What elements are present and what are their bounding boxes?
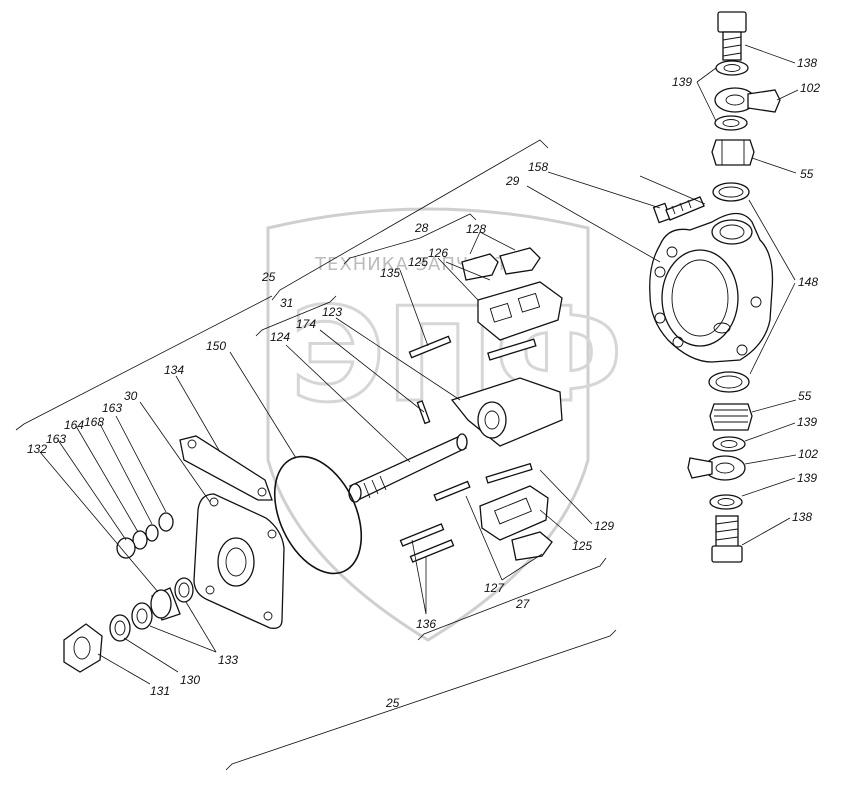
label-55-bottom: 55 — [798, 389, 812, 403]
ring-133-b — [131, 602, 153, 630]
label-133: 133 — [218, 653, 238, 667]
label-164: 164 — [64, 418, 84, 432]
housing-29 — [649, 212, 774, 363]
label-123: 123 — [322, 305, 342, 319]
label-134: 134 — [164, 363, 184, 377]
pin-174 — [416, 400, 431, 425]
label-30: 30 — [124, 389, 138, 403]
banjo-fitting-bottom — [687, 455, 746, 481]
label-139-bottom: 139 — [797, 471, 817, 485]
washer-top-1 — [715, 60, 749, 76]
banjo-bolt-top — [717, 11, 747, 61]
nut-55-bottom — [709, 403, 753, 431]
label-148: 148 — [798, 275, 818, 289]
label-128: 128 — [466, 222, 486, 236]
nut-55-top — [711, 139, 755, 166]
watermark-logo: ЭПФ ТЕХНИКА ЗАПЧАСТИ — [266, 207, 625, 642]
pin-136-a — [399, 523, 445, 547]
banjo-fitting-top — [714, 87, 781, 113]
washer-130 — [109, 614, 131, 642]
label-158: 158 — [528, 160, 548, 174]
clip-128 — [461, 247, 541, 281]
label-135: 135 — [380, 266, 400, 280]
gasket-134 — [179, 435, 273, 501]
label-174: 174 — [296, 317, 316, 331]
clip-127 — [511, 531, 553, 561]
cover-plate-30 — [193, 493, 285, 629]
slider-body — [450, 377, 563, 447]
o-ring-150 — [273, 455, 363, 575]
label-55-top: 55 — [800, 167, 814, 181]
label-29: 29 — [505, 174, 520, 188]
label-102-top: 102 — [800, 81, 820, 95]
bolt-158 — [652, 196, 705, 224]
washer-164 — [132, 530, 148, 550]
label-25-top: 25 — [261, 270, 276, 284]
washer-top-2 — [714, 115, 748, 131]
label-102-bottom: 102 — [798, 447, 818, 461]
block-28 — [477, 281, 563, 341]
part-labels: 138 139 102 55 158 29 148 28 128 126 125… — [27, 56, 820, 710]
leader-lines — [15, 44, 799, 771]
washer-168 — [145, 524, 159, 542]
label-139-middle: 139 — [797, 415, 817, 429]
bushing-132 — [150, 587, 181, 621]
label-168: 168 — [84, 415, 104, 429]
seal-ring-148-bottom — [708, 371, 750, 393]
pin-middle — [433, 480, 471, 502]
nut-163-a — [158, 512, 174, 532]
block-27 — [479, 485, 549, 541]
label-28: 28 — [414, 221, 429, 235]
label-139-top: 139 — [672, 75, 692, 89]
label-27: 27 — [515, 597, 531, 611]
pin-136-b — [409, 539, 455, 563]
nut-163-b — [116, 537, 136, 559]
label-125-top: 125 — [408, 255, 428, 269]
label-126: 126 — [428, 246, 448, 260]
nut-131 — [63, 623, 103, 673]
pin-129 — [485, 462, 533, 484]
pin-135 — [408, 335, 452, 359]
seal-ring-148-top — [712, 182, 750, 202]
watermark-logo-text: ЭПФ — [290, 279, 623, 431]
label-125-bottom: 125 — [572, 539, 592, 553]
washer-bottom-1 — [712, 436, 746, 452]
label-138-top: 138 — [797, 56, 817, 70]
washer-bottom-2 — [709, 494, 743, 510]
label-131: 131 — [150, 684, 170, 698]
label-138-bottom: 138 — [792, 510, 812, 524]
label-25-bottom: 25 — [385, 696, 400, 710]
label-124: 124 — [270, 330, 290, 344]
label-132: 132 — [27, 442, 47, 456]
ring-133-a — [174, 577, 194, 603]
label-31: 31 — [280, 296, 293, 310]
label-129: 129 — [594, 519, 614, 533]
label-130: 130 — [180, 673, 200, 687]
label-163-a: 163 — [102, 401, 122, 415]
label-150: 150 — [206, 339, 226, 353]
label-127: 127 — [484, 581, 505, 595]
label-163-b: 163 — [46, 432, 66, 446]
banjo-bolt-bottom — [711, 515, 743, 563]
label-136: 136 — [416, 617, 436, 631]
pin-upper — [487, 338, 537, 361]
